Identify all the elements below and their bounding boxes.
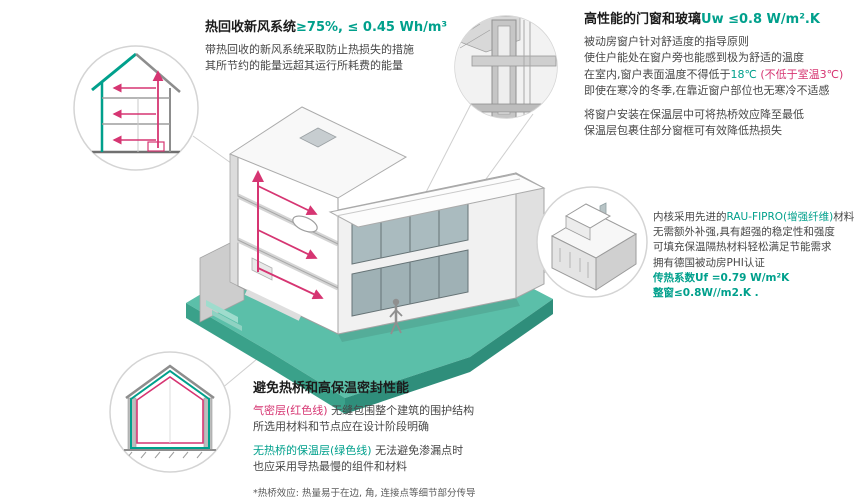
- heat-recovery-title-label: 热回收新风系统: [205, 20, 297, 35]
- windows-title-label: 高性能的门窗和玻璃: [584, 12, 702, 27]
- heat-recovery-title: 热回收新风系统≥75%, ≤ 0.45 Wh/m³: [205, 20, 463, 37]
- windows-line-6: 保温层包裹住部分窗框可有效降低热损失: [584, 124, 782, 138]
- windows-line-3-temp: 18℃: [730, 67, 757, 81]
- windows-line-3: 在室内,窗户表面温度不得低于18℃ (不低于室温3℃): [584, 67, 862, 84]
- heat-recovery-body: 带热回收的新风系统采取防止热损失的措施 其所节约的能量远超其运行所耗费的能量: [205, 42, 463, 75]
- windows-section: 高性能的门窗和玻璃Uw ≤0.8 W/m².K 被动房窗户针对舒适度的指导原则 …: [584, 12, 862, 140]
- windows-line-3-text: 在室内,窗户表面温度不得低于: [584, 67, 731, 81]
- windows-line-5: 将窗户安装在保温层中可将热桥效应降至最低: [584, 107, 804, 121]
- profile-body: 内核采用先进的RAU-FIPRO(增强纤维)材料 无需额外补强,具有超强的稳定性…: [653, 210, 865, 301]
- profile-line-4: 拥有德国被动房PHI认证: [653, 256, 765, 269]
- windows-line-3-note: (不低于室温3℃): [756, 67, 844, 81]
- profile-line-1-post: 材料: [833, 211, 855, 223]
- thermal-bridge-p2-line-2: 也应采用导热最慢的组件和材料: [253, 460, 407, 474]
- window-corner-callout: [454, 15, 558, 119]
- windows-body: 被动房窗户针对舒适度的指导原则 使住户能处在窗户旁也能感到极为舒适的温度 在室内…: [584, 34, 862, 140]
- windows-line-2: 使住户能处在窗户旁也能感到极为舒适的温度: [584, 51, 804, 65]
- profile-line-2: 无需额外补强,具有超强的稳定性和强度: [653, 226, 835, 239]
- thermal-bridge-p2: 无热桥的保温层(绿色线) 无法避免渗漏点时 也应采用导热最慢的组件和材料: [253, 443, 583, 476]
- ventilation-house-icon: [91, 52, 181, 154]
- sloped-roof: [228, 106, 408, 199]
- thermal-bridge-p2-line-1: 无热桥的保温层(绿色线) 无法避免渗漏点时: [253, 443, 583, 460]
- facade-shadow: [338, 298, 520, 342]
- cutaway-block: [228, 106, 432, 335]
- window-profile-3d-icon: [550, 202, 638, 291]
- windows-title: 高性能的门窗和玻璃Uw ≤0.8 W/m².K: [584, 12, 862, 29]
- terrain-steps: [206, 300, 238, 323]
- roof-outline: [125, 364, 215, 400]
- thermal-bridge-callout: [109, 351, 231, 473]
- heat-exchanger-unit: [147, 141, 165, 152]
- flat-roof: [328, 173, 546, 228]
- thermal-bridge-section: 避免热桥和高保温密封性能 气密层(红色线) 无缝包围整个建筑的围护结构 所选用材…: [253, 381, 583, 499]
- person-figure: [389, 298, 403, 335]
- window-profile-callout: [536, 186, 648, 298]
- right-wing: [328, 172, 546, 335]
- insulation-house-icon: [124, 364, 216, 459]
- thermal-bridge-p1-line-1: 气密层(红色线) 无缝包围整个建筑的围护结构: [253, 403, 583, 420]
- heat-recovery-callout: [73, 45, 199, 171]
- profile-line-1-material: RAU-FIPRO(增强纤维): [726, 211, 834, 223]
- thermal-bridge-p2-text: 无法避免渗漏点时: [371, 443, 464, 457]
- profile-line-1-pre: 内核采用先进的: [653, 211, 727, 223]
- thermal-bridge-p1-text: 无缝包围整个建筑的围护结构: [327, 403, 475, 417]
- window-band-lower: [351, 249, 469, 317]
- heat-recovery-section: 热回收新风系统≥75%, ≤ 0.45 Wh/m³ 带热回收的新风系统采取防止热…: [205, 20, 463, 75]
- insulation-layer-line: [130, 369, 210, 449]
- thermal-bridge-title: 避免热桥和高保温密封性能: [253, 381, 410, 396]
- isometric-house-illustration: [186, 106, 553, 414]
- windows-title-value: Uw ≤0.8 W/m².K: [701, 12, 820, 27]
- thermal-bridge-p1: 气密层(红色线) 无缝包围整个建筑的围护结构 所选用材料和节点应在设计阶段明确: [253, 403, 583, 436]
- profile-section: 内核采用先进的RAU-FIPRO(增强纤维)材料 无需额外补强,具有超强的稳定性…: [653, 210, 865, 301]
- profile-uf-value: 传热系数Uf =0.79 W/m²K: [653, 271, 790, 284]
- heat-recovery-line-2: 其所节约的能量远超其运行所耗费的能量: [205, 59, 403, 73]
- heat-recovery-line-1: 带热回收的新风系统采取防止热损失的措施: [205, 42, 414, 56]
- airtight-layer-line: [136, 376, 204, 444]
- profile-line-3: 可填充保温隔热材料轻松满足节能需求: [653, 241, 832, 254]
- windows-line-4: 即使在寒冷的冬季,在靠近窗户部位也无寒冷不适感: [584, 84, 830, 98]
- heat-recovery-title-value: ≥75%, ≤ 0.45 Wh/m³: [296, 20, 448, 35]
- windows-line-1: 被动房窗户针对舒适度的指导原则: [584, 34, 749, 48]
- profile-uw-value: 整窗≤0.8W//m2.K .: [653, 287, 759, 300]
- insulation-layer-label: 无热桥的保温层(绿色线): [253, 443, 372, 457]
- profile-line-1: 内核采用先进的RAU-FIPRO(增强纤维)材料: [653, 210, 865, 225]
- airtight-layer-label: 气密层(红色线): [253, 403, 328, 417]
- skylight: [299, 127, 337, 148]
- bathtub: [292, 215, 318, 233]
- thermal-bridge-p1-line-2: 所选用材料和节点应在设计阶段明确: [253, 420, 429, 434]
